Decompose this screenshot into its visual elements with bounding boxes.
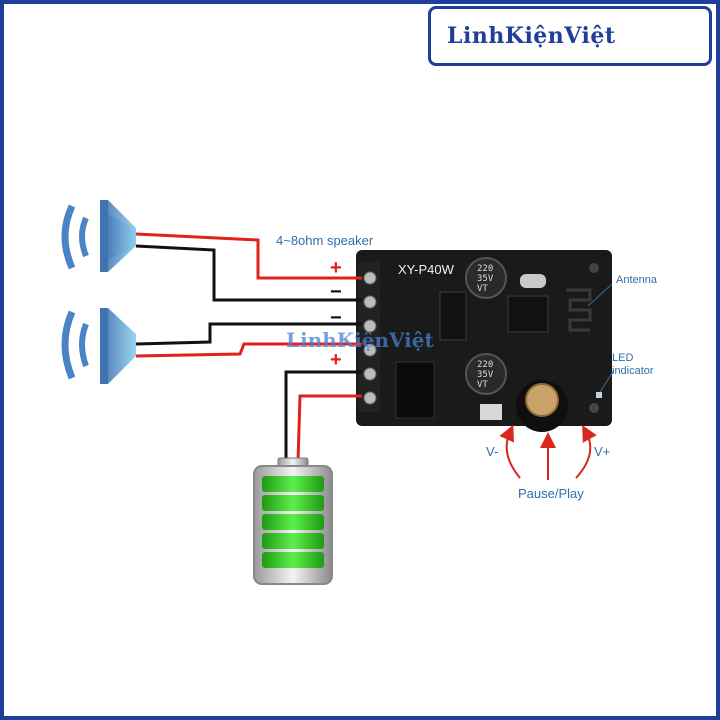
capacitor-top-label: 220 35V VT <box>477 264 494 294</box>
terminal-plus-1: + <box>330 257 342 279</box>
brand-logo: LinhKiệnViệt <box>428 6 712 66</box>
speaker-bottom-icon <box>61 308 136 384</box>
center-watermark: LinhKiệnViệt <box>286 328 434 352</box>
antenna-label: Antenna <box>616 274 657 286</box>
wire-battery-red <box>296 394 362 463</box>
pause-play-label: Pause/Play <box>518 486 584 501</box>
board-model-label: XY-P40W <box>398 262 454 277</box>
led-label-line2: indicator <box>612 365 654 377</box>
control-arrows <box>499 424 597 480</box>
amplifier-board <box>356 250 612 432</box>
wire-battery-black <box>284 370 362 462</box>
wire-speaker2-black <box>135 322 362 346</box>
terminal-minus-1: − <box>330 281 342 303</box>
speaker-impedance-label: 4~8ohm speaker <box>276 233 374 248</box>
volume-up-label: V+ <box>594 444 611 459</box>
wire-speaker1-black <box>135 244 362 302</box>
volume-down-label: V- <box>486 444 499 459</box>
brand-logo-text: LinhKiệnViệt <box>447 23 616 49</box>
wire-speaker1-red <box>135 232 362 280</box>
terminal-minus-2: − <box>330 307 342 329</box>
wire-speaker2-red <box>135 342 362 358</box>
capacitor-bottom-label: 220 35V VT <box>477 360 494 390</box>
battery-icon <box>253 457 333 585</box>
speaker-top-icon <box>61 200 136 272</box>
led-label-line1: LED <box>612 352 634 364</box>
terminal-plus-2: + <box>330 349 342 371</box>
